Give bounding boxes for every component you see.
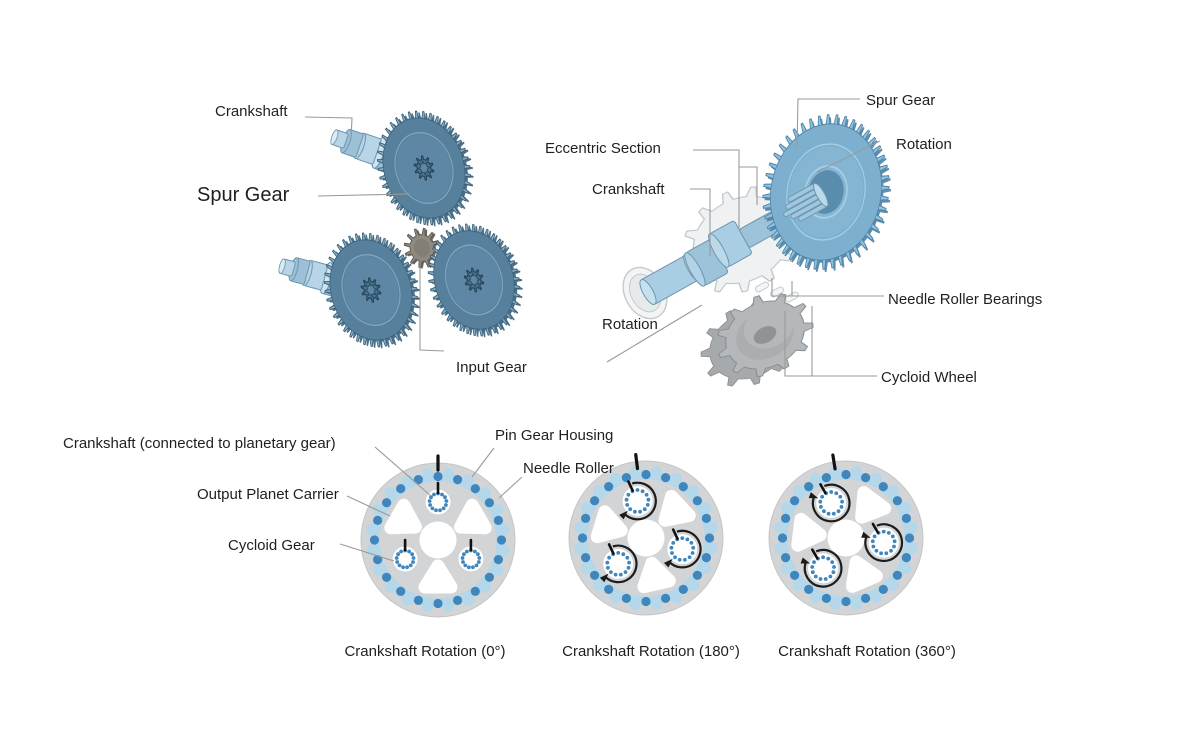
crankshaft-assembly-illustration <box>622 114 892 387</box>
label-crankshaft-right: Crankshaft <box>592 181 665 198</box>
leader-lines <box>304 98 884 562</box>
cycloid-state-1 <box>568 453 724 616</box>
label-pin-gear-housing: Pin Gear Housing <box>495 427 614 444</box>
label-cycloid-gear: Cycloid Gear <box>228 537 315 554</box>
label-spur-gear-left: Spur Gear <box>197 184 290 206</box>
label-spur-gear-right: Spur Gear <box>866 92 936 109</box>
label-cycloid-wheel: Cycloid Wheel <box>881 369 977 386</box>
cycloid-rotation-sequence-illustration <box>360 453 924 618</box>
caption-rotation-0: Crankshaft Rotation (0°) <box>344 643 506 660</box>
label-needle-roller-bearings: Needle Roller Bearings <box>888 291 1043 308</box>
label-output-planet-carrier: Output Planet Carrier <box>197 486 339 503</box>
label-input-gear: Input Gear <box>456 359 527 376</box>
cycloid-state-2 <box>768 453 924 616</box>
cycloid-state-0 <box>360 454 516 618</box>
label-rotation-lower: Rotation <box>602 316 658 333</box>
caption-rotation-180: Crankshaft Rotation (180°) <box>562 643 740 660</box>
label-rotation-upper: Rotation <box>896 136 952 153</box>
label-crankshaft-planetary: Crankshaft (connected to planetary gear) <box>63 435 336 452</box>
spur-gear-set-illustration <box>278 110 523 349</box>
label-needle-roller: Needle Roller <box>523 460 614 477</box>
label-crankshaft-left: Crankshaft <box>215 103 288 120</box>
label-eccentric-section: Eccentric Section <box>545 140 661 157</box>
caption-rotation-360: Crankshaft Rotation (360°) <box>778 643 956 660</box>
